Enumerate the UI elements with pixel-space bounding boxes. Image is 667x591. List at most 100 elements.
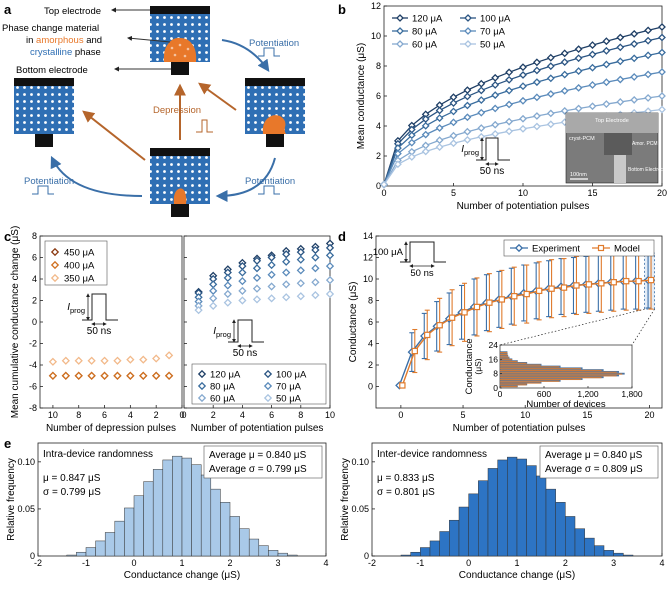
pulse-current-label: 100 μA [373,247,404,258]
stats-box [203,445,323,479]
legend-marker [464,27,472,35]
histogram-bar [594,545,605,557]
x-tick-label: 15 [582,410,592,420]
legend-label: 80 μA [412,27,438,38]
data-point [505,100,514,109]
data-point [658,23,666,31]
y-tick-label: 0.05 [351,504,369,514]
data-point [399,382,406,389]
histogram-bar [133,495,144,557]
data-point [473,303,481,311]
histogram-bar [66,554,77,557]
data-point [267,260,276,270]
tem-label-amor: Amor. PCM [632,141,658,147]
data-point [223,281,232,290]
y-tick-label: 8 [368,296,373,306]
x-tick-label: 0 [381,188,386,198]
data-point [223,273,232,283]
data-point [630,54,639,63]
device-left [14,78,74,147]
legend-marker [464,40,472,48]
histogram-bar [574,528,585,557]
x-tick-label: 4 [240,410,245,420]
y-tick-label: -4 [29,360,37,370]
data-point [421,121,430,130]
inset-bar [500,382,541,384]
histogram-bar [114,520,125,557]
histogram-bar [152,469,164,557]
data-point [209,286,218,295]
data-point [477,79,486,88]
x-tick-label: 20 [645,410,655,420]
legend-box [191,363,327,405]
data-point [325,261,335,271]
data-point [511,293,518,300]
y-tick-label: 16 [489,354,499,364]
arrow-potentiation-right [215,157,276,202]
data-point [491,104,500,113]
x-tick-label: 10 [518,188,528,198]
y-tick-label: 2 [376,151,381,161]
histogram-bar [526,465,537,557]
y-tick-label: 4 [376,121,381,131]
pulse-width-label: 50 ns [410,268,433,279]
legend-label: Experiment [532,244,580,255]
legend-label: 60 μA [412,40,438,51]
legend-label: 450 μA [64,248,95,259]
data-point [560,58,569,66]
data-point [532,112,541,120]
x-tick-label: 6 [102,410,107,420]
y-tick-label: -8 [29,403,37,413]
legend-label: 120 μA [210,370,241,381]
data-point [325,243,335,252]
histogram-bar [85,547,96,557]
label-pcm-line2: in amorphous and [26,35,102,46]
x-tick-label: 0 [131,558,136,568]
data-point [252,284,262,293]
x-tick-label: 4 [128,410,133,420]
histogram-bar [497,459,508,557]
data-point [519,71,527,79]
data-point [588,102,597,111]
y-tick-label: -6 [29,382,37,392]
inset-bar [500,375,617,377]
data-point [532,93,541,102]
histogram-bar [191,464,202,557]
histogram-bar [220,502,231,557]
data-point [644,93,653,102]
data-point [435,136,444,145]
chart-title: Intra-device randomness [43,449,153,460]
data-point [209,294,218,303]
inset-x-label: Number of devices [526,399,605,410]
data-point [491,73,500,82]
data-point [505,127,514,136]
data-point [616,75,625,84]
y-tick-label: 0 [32,317,37,327]
x-tick-label: 0 [466,558,471,568]
legend-marker [396,27,404,35]
y-axis-label: Relative frequency [340,458,351,541]
data-point [267,294,276,303]
data-point [658,68,666,76]
inset-bar [500,366,560,368]
histogram-bar [124,507,135,557]
data-point [296,292,305,301]
x-tick-label: 2 [154,410,159,420]
data-point [296,266,305,275]
histogram-bar [458,506,469,557]
x-tick-label: -1 [416,558,424,568]
data-point [282,257,291,266]
y-tick-label: 0 [493,383,498,393]
connector-line [499,308,645,346]
legend-marker [597,244,605,252]
tem-label-top: Top Electrode [595,118,629,124]
panel-letter-d: d [338,229,346,244]
data-point [421,141,430,150]
panel-letter-c: c [4,229,11,244]
x-axis-label: Number of potentiation pulses [453,423,586,434]
legend-label: 80 μA [210,382,236,393]
histogram-bar [268,550,279,557]
inset-bar [500,355,509,357]
inset-bar [500,357,510,359]
